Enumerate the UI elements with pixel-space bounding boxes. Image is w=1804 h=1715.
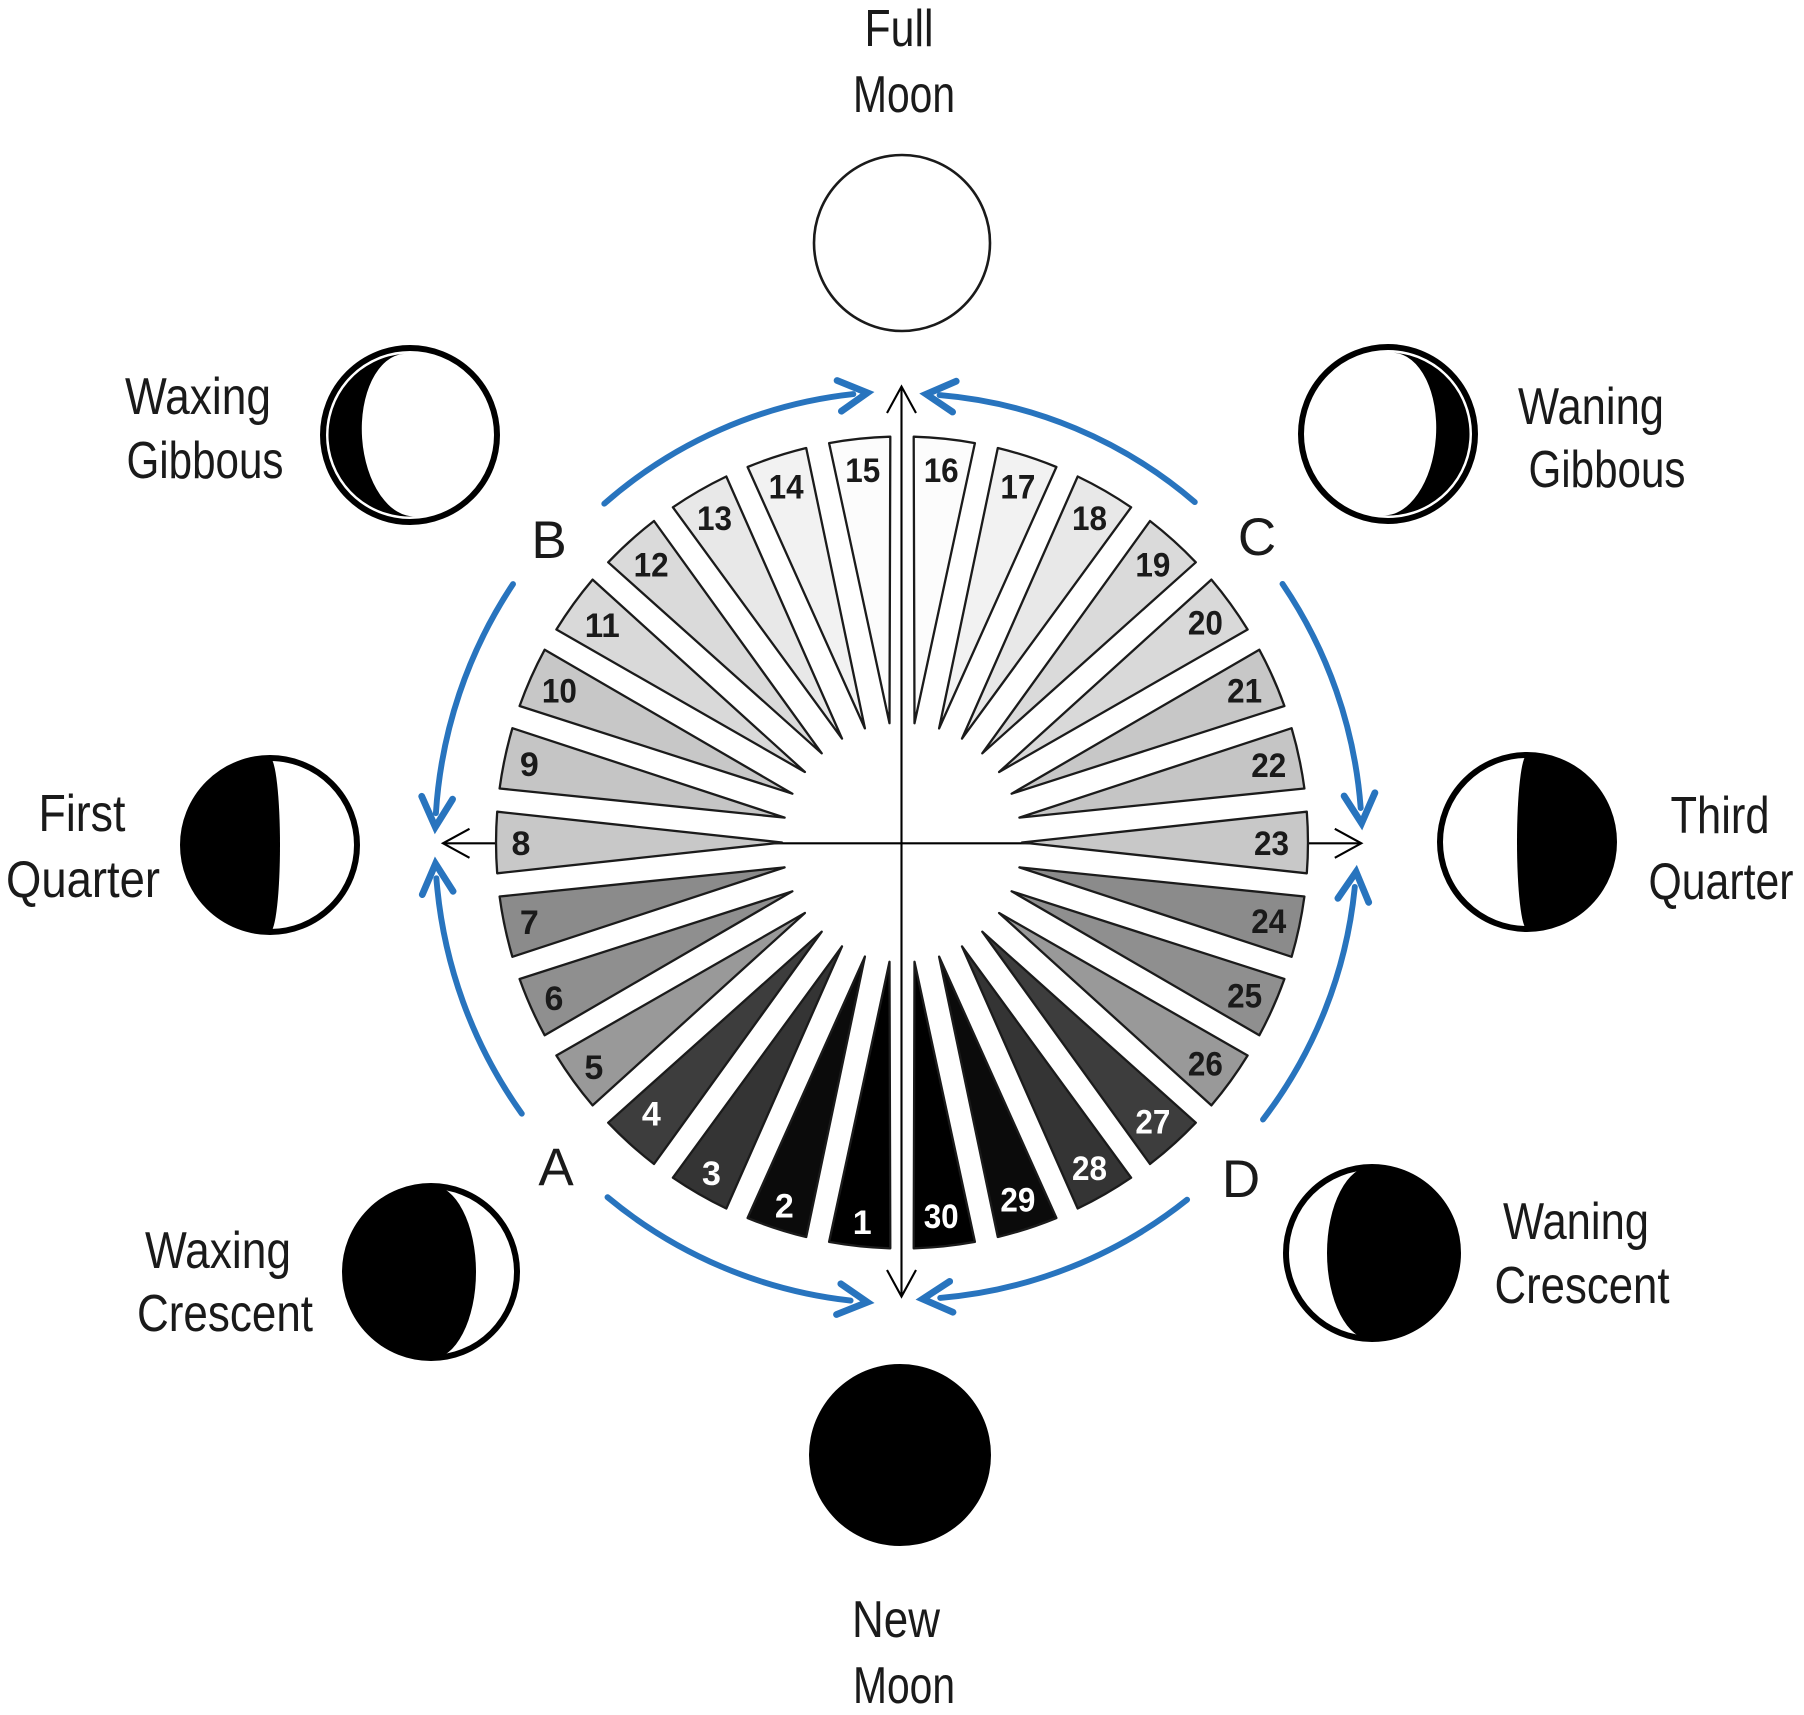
svg-text:10: 10 — [542, 673, 577, 711]
svg-text:27: 27 — [1135, 1104, 1170, 1142]
svg-text:Gibbous: Gibbous — [1529, 441, 1686, 499]
svg-text:20: 20 — [1188, 605, 1223, 643]
svg-text:1: 1 — [853, 1204, 872, 1242]
svg-text:29: 29 — [1000, 1182, 1035, 1220]
svg-text:19: 19 — [1135, 546, 1170, 584]
svg-text:8: 8 — [512, 825, 531, 863]
svg-text:6: 6 — [544, 980, 563, 1018]
svg-text:11: 11 — [585, 607, 620, 645]
svg-text:3: 3 — [702, 1155, 721, 1193]
svg-text:Gibbous: Gibbous — [127, 432, 284, 490]
svg-text:B: B — [531, 511, 566, 570]
svg-text:9: 9 — [520, 746, 539, 784]
svg-text:First: First — [39, 785, 126, 843]
svg-text:15: 15 — [845, 452, 880, 490]
svg-text:Full: Full — [865, 0, 934, 58]
svg-text:Moon: Moon — [853, 66, 955, 124]
svg-text:4: 4 — [642, 1096, 661, 1134]
svg-text:D: D — [1222, 1150, 1260, 1209]
svg-text:13: 13 — [697, 500, 732, 538]
svg-text:25: 25 — [1227, 978, 1262, 1016]
svg-text:Waxing: Waxing — [145, 1222, 291, 1280]
svg-text:23: 23 — [1254, 825, 1289, 863]
svg-text:17: 17 — [1000, 468, 1035, 506]
svg-text:Waning: Waning — [1503, 1193, 1649, 1251]
svg-text:Quarter: Quarter — [1649, 853, 1794, 911]
svg-text:16: 16 — [924, 452, 959, 490]
svg-text:Crescent: Crescent — [137, 1285, 313, 1343]
svg-text:28: 28 — [1072, 1150, 1107, 1188]
svg-text:C: C — [1238, 508, 1276, 567]
svg-text:14: 14 — [769, 468, 804, 506]
svg-text:26: 26 — [1188, 1045, 1223, 1083]
svg-text:22: 22 — [1251, 747, 1286, 785]
svg-text:24: 24 — [1251, 903, 1286, 941]
svg-text:Quarter: Quarter — [6, 851, 160, 909]
svg-text:30: 30 — [924, 1198, 959, 1236]
svg-text:Waxing: Waxing — [125, 368, 271, 426]
svg-text:12: 12 — [634, 546, 669, 584]
svg-text:7: 7 — [520, 904, 539, 942]
svg-text:Waning: Waning — [1518, 378, 1664, 436]
svg-text:A: A — [538, 1138, 574, 1197]
svg-text:Third: Third — [1671, 787, 1770, 845]
svg-text:2: 2 — [775, 1187, 794, 1225]
svg-text:Moon: Moon — [853, 1657, 955, 1710]
svg-text:18: 18 — [1072, 500, 1107, 538]
svg-text:5: 5 — [584, 1049, 603, 1087]
svg-text:21: 21 — [1227, 673, 1262, 711]
svg-text:New: New — [852, 1591, 940, 1649]
svg-text:Crescent: Crescent — [1495, 1257, 1670, 1315]
